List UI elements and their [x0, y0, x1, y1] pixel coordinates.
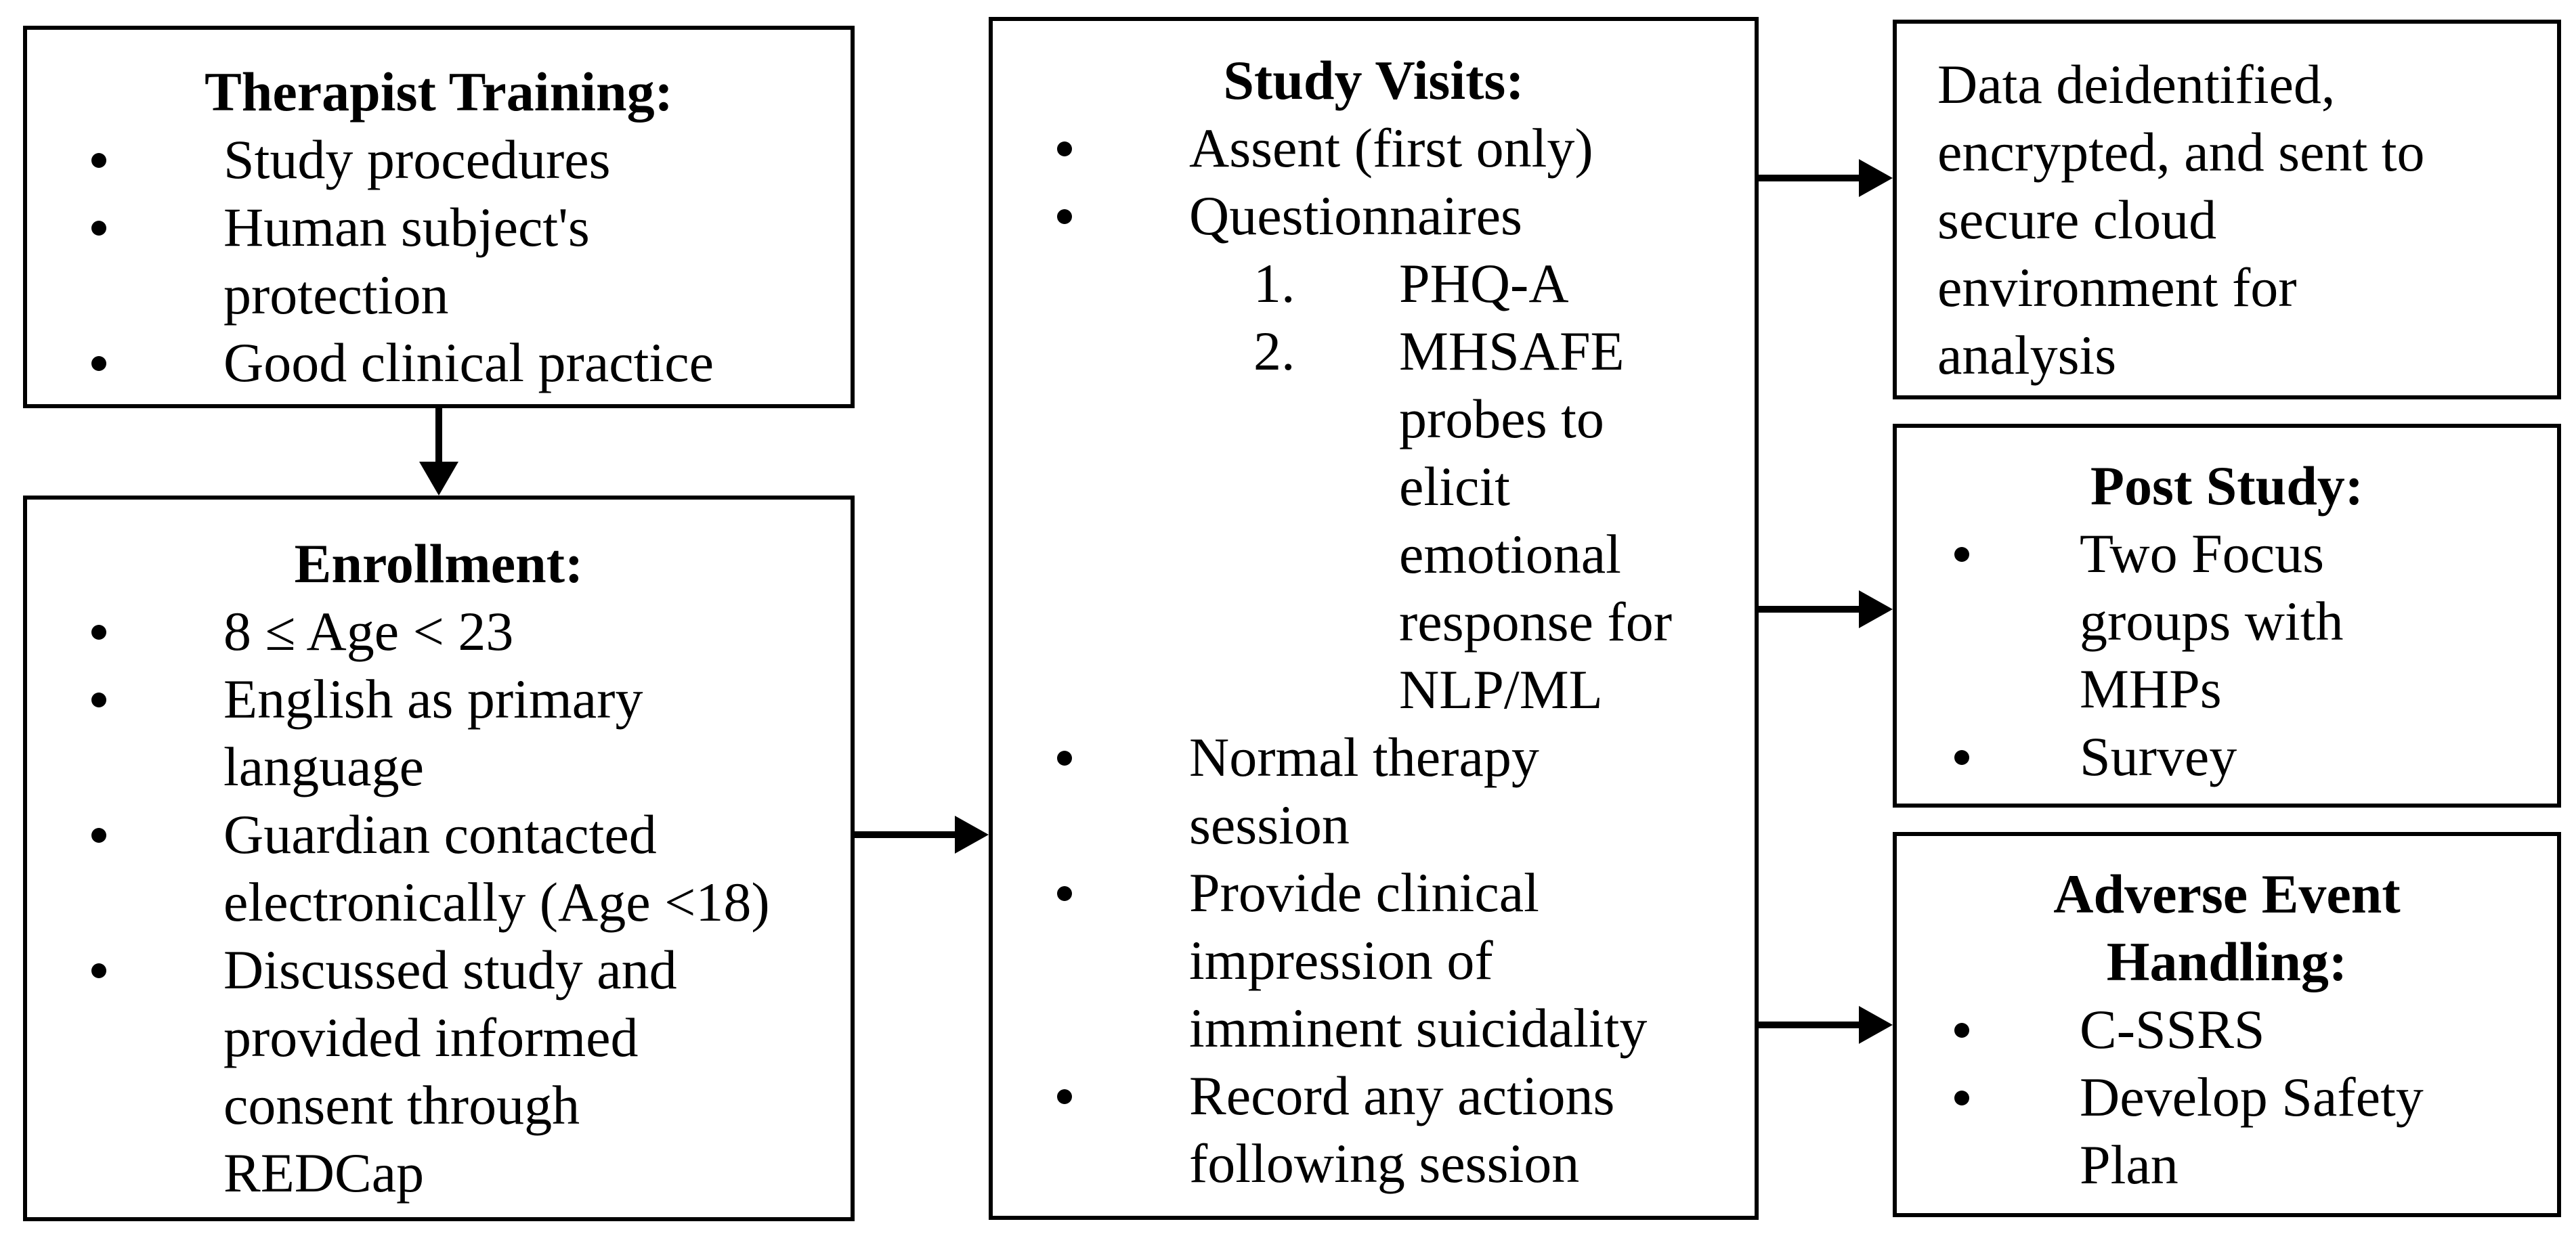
list-item: Two Focus groups with MHPs	[1897, 520, 2557, 723]
bullet-icon	[91, 828, 106, 843]
bullet-icon	[91, 625, 106, 640]
arrow-head-right-icon	[955, 816, 989, 854]
post-study-list: Two Focus groups with MHPs Survey	[1897, 520, 2557, 791]
box-therapist-training: Therapist Training: Study procedures Hum…	[23, 26, 855, 408]
bullet-icon	[1057, 209, 1072, 224]
list-item-number: 1.	[1253, 253, 1295, 314]
arrow-head-down-icon	[419, 462, 458, 496]
arrow-shaft	[855, 831, 958, 838]
list-item: Questionnaires	[993, 182, 1755, 250]
list-item: Good clinical practice	[27, 329, 851, 397]
list-item: Study procedures	[27, 126, 851, 194]
box-title-study-visits: Study Visits:	[1223, 49, 1524, 111]
bullet-icon	[91, 693, 106, 707]
list-item: Survey	[1897, 723, 2557, 791]
list-item: Record any actions following session	[993, 1062, 1755, 1198]
list-item: Human subject's protection	[27, 194, 851, 329]
bullet-icon	[1057, 886, 1072, 901]
arrow-shaft	[1759, 1022, 1862, 1028]
bullet-icon	[91, 221, 106, 236]
list-item: Normal therapy session	[993, 724, 1755, 859]
bullet-icon	[91, 963, 106, 978]
bullet-icon	[91, 153, 106, 168]
arrow-head-right-icon	[1859, 1006, 1893, 1044]
bullet-icon	[1954, 1023, 1969, 1038]
list-item-number: 2.	[1253, 320, 1295, 382]
study-visits-list: Assent (first only) Questionnaires 1. PH…	[993, 114, 1755, 1198]
enrollment-list: 8 ≤ Age < 23 English as primary language…	[27, 598, 851, 1207]
adverse-event-list: C-SSRS Develop Safety Plan	[1897, 996, 2557, 1199]
list-item: English as primary language	[27, 665, 851, 801]
box-data-pipeline: Data deidentified, encrypted, and sent t…	[1893, 20, 2561, 399]
box-post-study: Post Study: Two Focus groups with MHPs S…	[1893, 424, 2561, 808]
therapist-training-list: Study procedures Human subject's protect…	[27, 126, 851, 397]
bullet-icon	[91, 356, 106, 371]
arrow-shaft	[435, 408, 442, 465]
bullet-icon	[1057, 1089, 1072, 1104]
box-adverse-event: Adverse Event Handling: C-SSRS Develop S…	[1893, 832, 2561, 1217]
box-enrollment: Enrollment: 8 ≤ Age < 23 English as prim…	[23, 496, 855, 1221]
numbered-list-item: 1. PHQ-A	[993, 250, 1755, 317]
arrow-head-right-icon	[1859, 590, 1893, 628]
arrow-shaft	[1759, 606, 1862, 613]
list-item: Provide clinical impression of imminent …	[993, 859, 1755, 1062]
box-title-post-study: Post Study:	[2090, 455, 2364, 517]
list-item: C-SSRS	[1897, 996, 2557, 1063]
list-item: Guardian contacted electronically (Age <…	[27, 801, 851, 936]
list-item: Assent (first only)	[993, 114, 1755, 182]
arrow-head-right-icon	[1859, 159, 1893, 197]
list-item: Develop Safety Plan	[1897, 1063, 2557, 1199]
box-title-therapist-training: Therapist Training:	[205, 61, 673, 123]
bullet-icon	[1954, 1091, 1969, 1105]
arrow-shaft	[1759, 175, 1862, 181]
list-item: 8 ≤ Age < 23	[27, 598, 851, 665]
box-study-visits: Study Visits: Assent (first only) Questi…	[989, 17, 1759, 1220]
list-item: Discussed study and provided informed co…	[27, 936, 851, 1207]
box-title-adverse-event: Adverse Event Handling:	[2053, 863, 2401, 992]
bullet-icon	[1954, 547, 1969, 562]
bullet-icon	[1057, 141, 1072, 156]
bullet-icon	[1954, 750, 1969, 765]
bullet-icon	[1057, 751, 1072, 766]
numbered-list-item: 2. MHSAFE probes to elicit emotional res…	[993, 317, 1755, 724]
data-pipeline-text: Data deidentified, encrypted, and sent t…	[1937, 53, 2425, 386]
box-title-enrollment: Enrollment:	[294, 533, 584, 594]
